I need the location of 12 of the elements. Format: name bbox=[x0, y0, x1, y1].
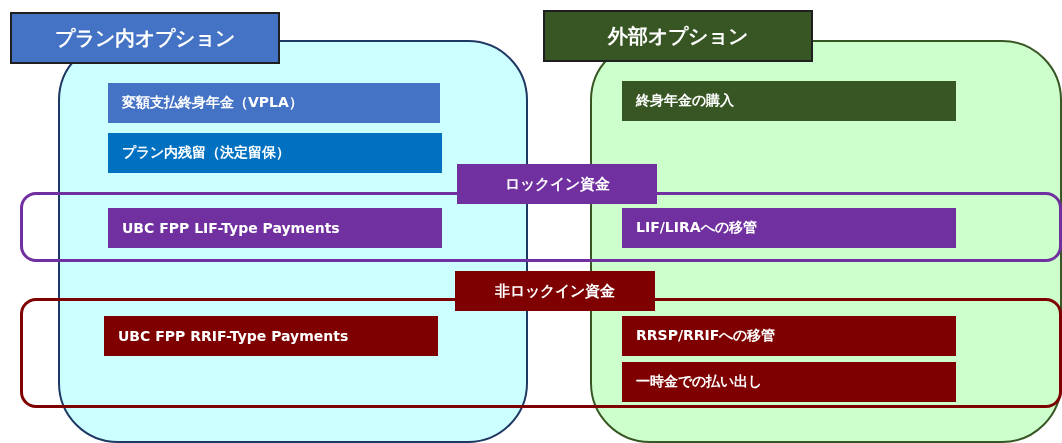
option-box: 一時金での払い出し bbox=[622, 362, 956, 402]
heading-tab: 外部オプション bbox=[543, 10, 813, 62]
option-box: LIF/LIRAへの移管 bbox=[622, 208, 956, 248]
heading-tab: プラン内オプション bbox=[10, 12, 280, 64]
band-label: 非ロックイン資金 bbox=[455, 271, 655, 311]
option-box: 変額支払終身年金（VPLA） bbox=[108, 83, 440, 123]
option-box: 終身年金の購入 bbox=[622, 81, 956, 121]
option-box: RRSP/RRIFへの移管 bbox=[622, 316, 956, 356]
band-label: ロックイン資金 bbox=[457, 164, 657, 204]
option-box: UBC FPP LIF-Type Payments bbox=[108, 208, 442, 248]
option-box: UBC FPP RRIF-Type Payments bbox=[104, 316, 438, 356]
option-box: プラン内残留（決定留保） bbox=[108, 133, 442, 173]
